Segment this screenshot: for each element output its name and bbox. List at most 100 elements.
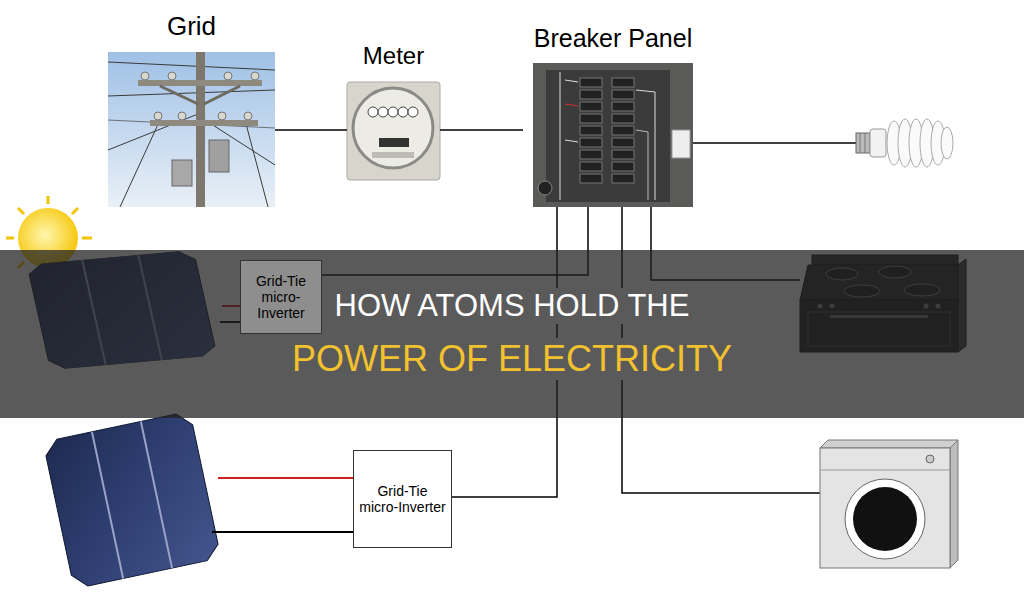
breaker-panel-photo <box>533 63 693 207</box>
solar-panel <box>43 411 221 589</box>
breaker-panel-photo <box>546 70 670 202</box>
breaker-panel-photo <box>612 90 634 99</box>
breaker-panel-photo <box>580 174 602 183</box>
utility-pole-photo <box>108 52 275 207</box>
cfl-bulb <box>870 129 886 157</box>
electric-meter-photo <box>372 152 414 158</box>
utility-pole-photo <box>209 140 229 172</box>
utility-pole-photo <box>141 72 149 80</box>
utility-pole-photo <box>150 120 258 126</box>
utility-pole-photo <box>108 52 275 207</box>
banner-row: POWER OF ELECTRICITY <box>0 338 1024 380</box>
electric-meter-photo <box>368 107 378 117</box>
electric-meter-photo <box>388 107 398 117</box>
breaker-panel-photo <box>560 72 561 200</box>
solar-panel <box>92 432 123 579</box>
breaker-panel-photo <box>580 90 602 99</box>
breaker-panel-photo <box>580 78 602 87</box>
breaker-panel-photo <box>672 130 690 158</box>
utility-pole-photo <box>138 80 262 86</box>
washing-machine <box>820 470 950 471</box>
breaker-panel-photo <box>636 130 648 200</box>
inverter-box: Grid-Tie micro-Inverter <box>353 450 452 548</box>
electric-meter-photo <box>398 107 408 117</box>
utility-pole-photo <box>251 72 259 80</box>
breaker-panel-photo <box>580 102 602 111</box>
utility-pole-photo <box>154 112 162 120</box>
breaker-panel-photo <box>538 181 552 195</box>
breaker-panel-photo <box>580 114 602 123</box>
cfl-bulb <box>860 133 861 153</box>
utility-pole-photo <box>204 86 240 104</box>
electric-meter-photo <box>408 107 418 117</box>
device-label: Grid-Tie micro-Inverter <box>358 483 447 515</box>
breaker-panel-photo <box>533 63 693 207</box>
utility-pole-photo <box>224 72 232 80</box>
breaker-panel-photo <box>612 114 634 123</box>
breaker-panel-photo <box>580 138 602 147</box>
sun-icon <box>6 237 14 240</box>
utility-pole-photo <box>108 90 275 96</box>
breaker-panel-photo <box>565 140 578 142</box>
cfl-bulb <box>941 127 953 159</box>
inverter-box: Grid-Tie micro-Inverter <box>240 260 322 334</box>
washing-machine <box>853 487 917 551</box>
electric-meter-photo <box>347 82 440 180</box>
sun-icon <box>18 208 24 214</box>
breaker-panel-photo <box>612 138 634 147</box>
breaker-panel-photo <box>580 162 602 171</box>
solar-panel <box>43 411 221 589</box>
photo-heading: Breaker Panel <box>523 24 703 53</box>
utility-pole-photo <box>178 112 186 120</box>
sun-icon <box>82 237 92 240</box>
device-label: Grid-Tie micro-Inverter <box>245 273 317 321</box>
washing-machine <box>820 440 958 448</box>
washing-machine <box>845 479 925 559</box>
electric-meter-photo <box>347 82 440 180</box>
cfl-bulb <box>865 133 866 153</box>
utility-pole-photo <box>120 120 160 207</box>
wire-connector <box>275 129 347 131</box>
breaker-panel-photo <box>612 162 634 171</box>
electric-meter-photo <box>378 107 388 117</box>
wire-connector <box>440 129 523 131</box>
banner-title: POWER OF ELECTRICITY <box>289 338 735 380</box>
washing-machine <box>926 455 934 463</box>
washing-machine <box>950 440 958 568</box>
breaker-panel-photo <box>612 78 634 87</box>
utility-pole-photo <box>160 86 198 104</box>
cfl-bulb <box>856 119 953 167</box>
utility-pole-photo <box>172 160 192 186</box>
utility-pole-photo <box>108 62 275 70</box>
electric-meter-photo <box>379 138 409 147</box>
title-banner: HOW ATOMS HOLD THEPOWER OF ELECTRICITY <box>0 250 1024 418</box>
washing-machine <box>820 440 958 568</box>
utility-pole-photo <box>245 120 268 207</box>
panel-lead <box>212 531 353 533</box>
breaker-panel-photo <box>565 80 578 82</box>
breaker-panel-photo <box>565 104 578 106</box>
breaker-panel-photo: Breaker Panel <box>523 22 703 207</box>
sun-icon <box>72 208 78 214</box>
photo-heading: Grid <box>108 12 275 42</box>
meter-photo: Meter <box>347 40 440 180</box>
photo-heading: Meter <box>347 42 440 70</box>
breaker-panel-photo <box>612 126 634 135</box>
utility-pole-photo <box>168 72 176 80</box>
breaker-panel-photo <box>612 102 634 111</box>
cfl-bulb <box>856 133 870 153</box>
sun-icon <box>47 196 50 204</box>
breaker-panel-photo <box>612 174 634 183</box>
panel-lead <box>218 477 353 479</box>
utility-pole-photo <box>196 52 205 207</box>
utility-pole-photo <box>218 112 226 120</box>
appliance-wire <box>693 142 856 144</box>
utility-pole-photo <box>108 120 275 128</box>
grid-photo: Grid <box>108 10 275 207</box>
breaker-panel-photo <box>636 90 655 200</box>
utility-pole-photo <box>244 112 252 120</box>
washing-machine <box>820 448 950 568</box>
solar-panel <box>141 421 172 568</box>
electric-meter-photo <box>353 88 433 168</box>
breaker-panel-photo <box>580 150 602 159</box>
